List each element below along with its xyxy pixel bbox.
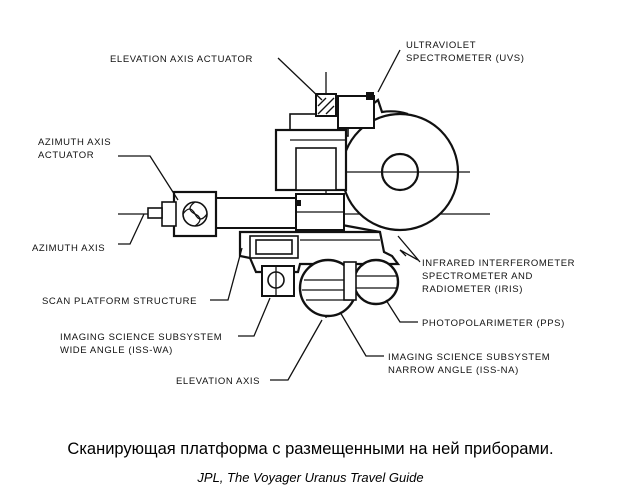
boom-tube	[213, 197, 301, 229]
label-elevation-axis-actuator: ELEVATION AXIS ACTUATOR	[110, 54, 253, 65]
iss-wa-camera	[261, 265, 295, 297]
label-azimuth-actuator-1: AZIMUTH AXIS	[38, 137, 111, 148]
label-scan-platform: SCAN PLATFORM STRUCTURE	[42, 296, 197, 307]
label-uvs-2: SPECTROMETER (UVS)	[406, 53, 524, 64]
azimuth-actuator	[147, 190, 218, 238]
platform-drawing	[118, 72, 490, 318]
label-uvs-1: ULTRAVIOLET	[406, 40, 476, 51]
label-iss-wa-2: WIDE ANGLE (ISS-WA)	[60, 345, 173, 356]
label-azimuth-axis: AZIMUTH AXIS	[32, 243, 105, 254]
label-iris-3: RADIOMETER (IRIS)	[422, 284, 523, 295]
leader-lines	[118, 49, 421, 381]
label-iss-na-1: IMAGING SCIENCE SUBSYSTEM	[388, 352, 550, 363]
label-azimuth-actuator-2: ACTUATOR	[38, 150, 94, 161]
label-iss-na-2: NARROW ANGLE (ISS-NA)	[388, 365, 519, 376]
figure-caption: Сканирующая платформа с размещенными на …	[67, 440, 554, 458]
label-iss-wa-1: IMAGING SCIENCE SUBSYSTEM	[60, 332, 222, 343]
label-elevation-axis: ELEVATION AXIS	[176, 376, 260, 387]
diagram-labels: ELEVATION AXIS ACTUATOR ULTRAVIOLET SPEC…	[32, 40, 575, 387]
label-iris-1: INFRARED INTERFEROMETER	[422, 258, 575, 269]
figure-source: JPL, The Voyager Uranus Travel Guide	[197, 470, 424, 485]
label-pps: PHOTOPOLARIMETER (PPS)	[422, 318, 565, 329]
label-iris-2: SPECTROMETER AND	[422, 271, 533, 282]
pps-instrument	[343, 258, 400, 306]
